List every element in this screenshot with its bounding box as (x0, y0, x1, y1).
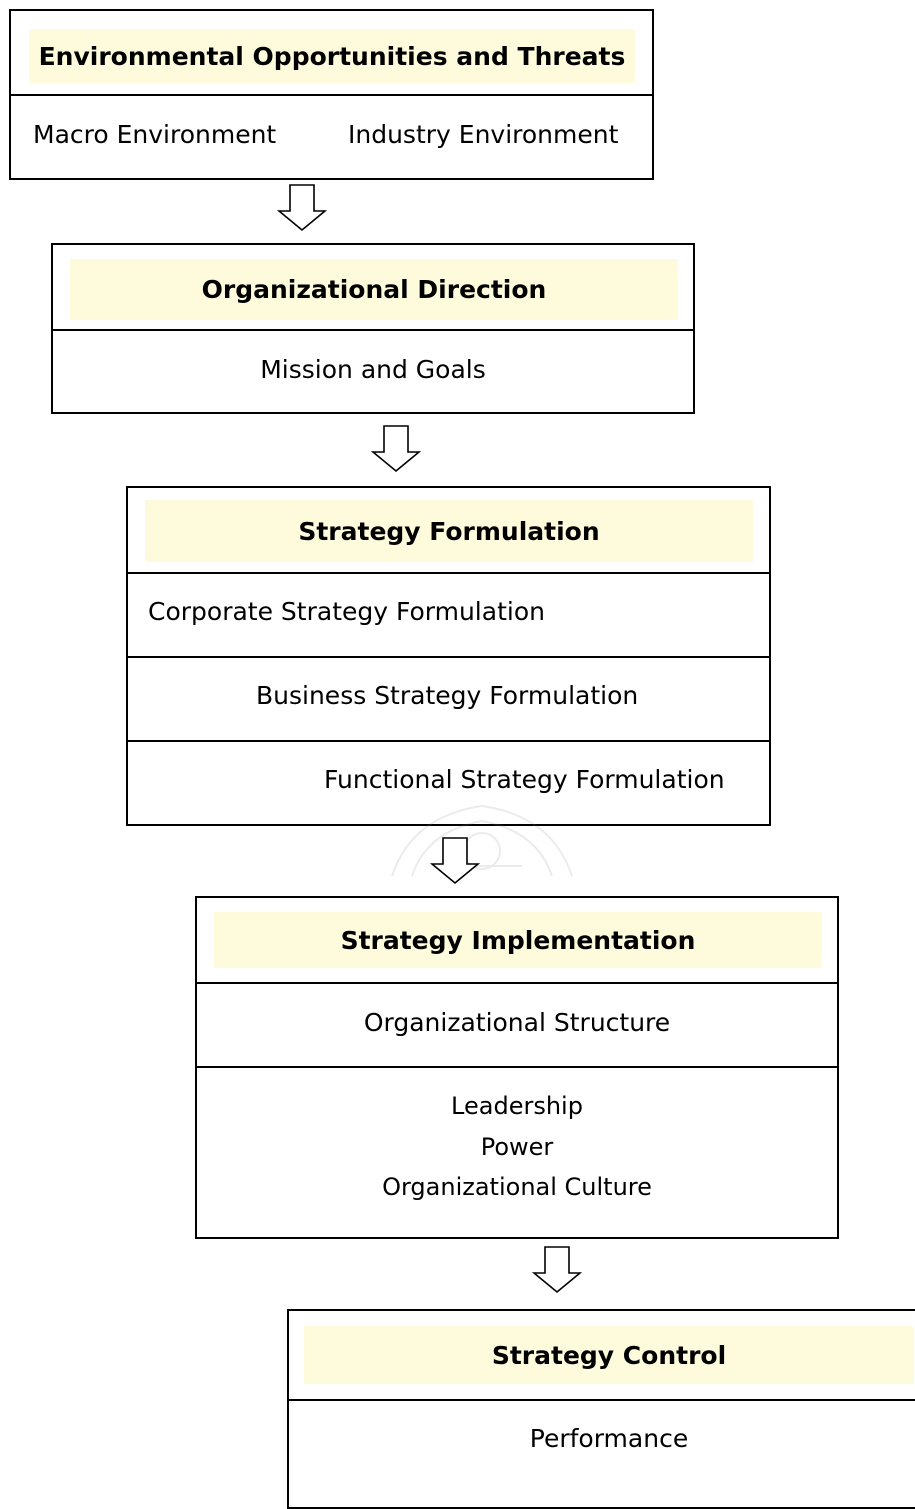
industry-environment-label: Industry Environment (348, 120, 619, 149)
environment-box: Environmental Opportunities and Threats … (9, 9, 654, 180)
environment-title: Environmental Opportunities and Threats (29, 29, 635, 83)
environment-divider (11, 94, 652, 96)
formulation-box: Strategy Formulation Corporate Strategy … (126, 486, 771, 826)
power-label: Power (480, 1133, 554, 1161)
implementation-divider-1 (197, 982, 837, 984)
mission-goals-label: Mission and Goals (260, 355, 486, 384)
business-strategy-label: Business Strategy Formulation (256, 681, 639, 710)
direction-divider (53, 329, 693, 331)
control-box: Strategy Control Performance (287, 1309, 915, 1509)
formulation-divider-1 (128, 572, 769, 574)
formulation-divider-2 (128, 656, 769, 658)
performance-label: Performance (529, 1424, 689, 1453)
implementation-divider-2 (197, 1066, 837, 1068)
corporate-strategy-label: Corporate Strategy Formulation (148, 597, 545, 626)
down-arrow-icon (430, 837, 480, 885)
organizational-culture-label: Organizational Culture (382, 1173, 652, 1201)
direction-box: Organizational Direction Mission and Goa… (51, 243, 695, 414)
down-arrow-icon (277, 184, 327, 232)
organizational-structure-label: Organizational Structure (363, 1008, 671, 1037)
implementation-title: Strategy Implementation (214, 912, 822, 968)
macro-environment-label: Macro Environment (33, 120, 277, 149)
direction-title: Organizational Direction (70, 259, 678, 320)
functional-strategy-label: Functional Strategy Formulation (324, 765, 725, 794)
leadership-label: Leadership (451, 1092, 583, 1120)
formulation-divider-3 (128, 740, 769, 742)
control-title: Strategy Control (304, 1326, 914, 1384)
watermark-seal-icon (391, 804, 573, 877)
formulation-title: Strategy Formulation (145, 500, 753, 562)
down-arrow-icon (532, 1246, 582, 1294)
down-arrow-icon (371, 425, 421, 473)
control-divider (289, 1399, 915, 1401)
implementation-box: Strategy Implementation Organizational S… (195, 896, 839, 1239)
